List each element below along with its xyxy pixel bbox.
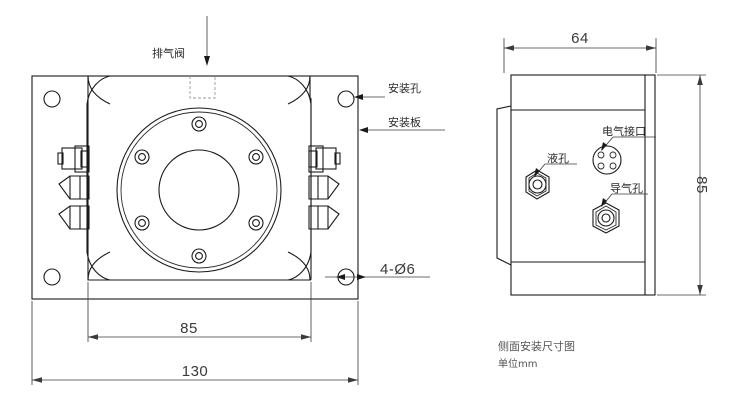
air-port-fitting <box>592 202 620 234</box>
flange-inner-ring <box>120 111 278 269</box>
bolt-hole <box>134 149 150 165</box>
mounting-plate-arrowhead <box>359 127 368 133</box>
dimension-85-side <box>657 74 706 296</box>
dimension-text-side-depth: 64 <box>571 30 589 47</box>
liquid-port-fitting <box>525 169 550 200</box>
mounting-hole-arrowhead <box>354 94 363 100</box>
left-connectors <box>57 145 90 230</box>
flange-bolt-holes <box>134 116 264 264</box>
dimension-85-front <box>87 282 312 342</box>
label-mounting-plate: 安装板 <box>388 115 421 129</box>
dimension-text-body-width: 85 <box>180 320 198 337</box>
front-view <box>31 16 445 385</box>
label-mounting-hole: 安装孔 <box>388 81 421 95</box>
dimension-130-front <box>31 301 359 385</box>
connector-tapered-right-1 <box>308 175 340 200</box>
chamfer-top-left <box>87 75 111 105</box>
connector-block-right <box>308 145 341 173</box>
bolt-hole <box>191 248 207 264</box>
flange-outer-circle <box>116 107 282 273</box>
bolt-hole <box>248 215 264 231</box>
drawing-title: 侧面安装尺寸图 <box>498 339 575 353</box>
connector-tapered-right-2 <box>308 205 340 230</box>
mounting-hole-bottom-left <box>43 268 61 286</box>
connector-tapered-left-2 <box>58 205 90 230</box>
mounting-hole-top-left <box>43 90 61 108</box>
dimension-text-side-height: 85 <box>693 176 710 194</box>
side-view <box>496 38 706 296</box>
exhaust-valve-hidden-outline <box>189 76 216 99</box>
drawing-units-note: 单位mm <box>498 357 537 370</box>
label-liquid-port: 液孔 <box>547 151 569 165</box>
bolt-hole <box>134 215 150 231</box>
label-exhaust-valve: 排气阀 <box>152 46 185 60</box>
side-left-bracket <box>496 105 512 266</box>
label-air-port: 导气孔 <box>610 181 643 195</box>
electrical-connector-arrowhead <box>601 142 607 151</box>
liquid-port-arrowhead <box>534 168 540 177</box>
electrical-connector <box>592 145 622 175</box>
side-body-outline <box>510 74 656 296</box>
connector-block-left <box>57 145 90 173</box>
dimension-text-overall-width: 130 <box>182 363 209 380</box>
right-connectors <box>308 145 341 230</box>
chamfer-top-right <box>287 75 311 105</box>
connector-tapered-left-1 <box>58 175 90 200</box>
bolt-hole <box>248 149 264 165</box>
mounting-hole-top-right <box>337 90 355 108</box>
label-hole-callout: 4-Ø6 <box>380 261 415 278</box>
dimension-64-side <box>503 38 657 73</box>
hole-callout-arrowhead-right <box>357 274 366 280</box>
hole-callout-arrowhead-left <box>336 274 345 280</box>
label-electrical-connector: 电气接口 <box>602 124 646 138</box>
bolt-hole <box>191 116 207 132</box>
exhaust-valve-arrowhead <box>204 56 210 66</box>
center-bore <box>158 149 240 231</box>
chamfer-bottom-left <box>87 251 111 281</box>
body-rounded-octagon <box>86 75 312 281</box>
air-port-arrowhead <box>601 198 607 207</box>
chamfer-bottom-right <box>287 251 311 281</box>
